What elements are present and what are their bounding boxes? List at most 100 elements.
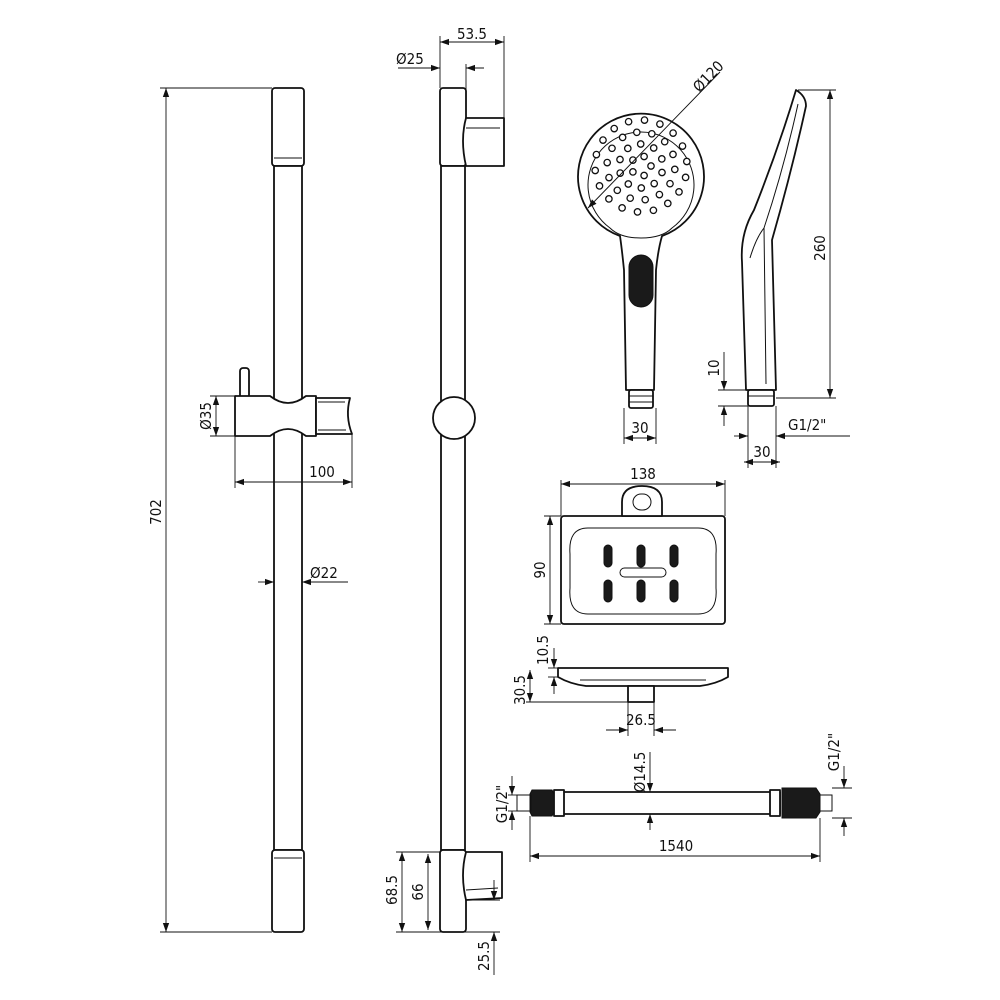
spray-nozzle — [603, 158, 612, 167]
hand-shower-side — [740, 89, 807, 407]
dim-hose-diameter: Ø14.5 — [631, 752, 654, 830]
hand-shower-thread — [628, 389, 654, 409]
spray-nozzle — [647, 162, 655, 170]
spray-nozzle — [656, 120, 664, 128]
slider-holder — [234, 367, 353, 437]
spray-nozzle — [623, 144, 632, 153]
dim-bracket-diameter: Ø25 — [396, 50, 484, 118]
spray-nozzle — [632, 128, 641, 137]
dim-soap-thickness: 10.5 — [534, 635, 558, 694]
rail-top-cap — [271, 87, 305, 167]
label-soap-depth: 90 — [531, 561, 549, 578]
label-handle-length: 260 — [811, 235, 829, 261]
spray-nozzle — [678, 142, 687, 150]
spray-nozzle — [633, 208, 642, 216]
hand-shower-side-outline — [740, 89, 807, 391]
label-handle-width-front: 30 — [631, 419, 648, 437]
label-hose-thread-right: G1/2" — [825, 733, 843, 771]
rail-side-view — [432, 87, 505, 933]
label-slider-width: 100 — [309, 463, 335, 481]
hose-left-nut — [529, 789, 555, 817]
spray-nozzle — [616, 169, 625, 177]
label-bottom-bracket-height: 68.5 — [383, 875, 401, 905]
dim-hose-length: 1540 — [529, 816, 821, 862]
spray-nozzle — [605, 195, 613, 203]
dim-slider-diameter: Ø35 — [197, 395, 235, 437]
spray-nozzle — [591, 166, 600, 175]
spray-nozzle — [658, 168, 666, 177]
spray-nozzle — [610, 124, 619, 133]
spray-nozzle — [640, 171, 648, 180]
dim-soap-width: 138 — [560, 465, 726, 516]
soap-dish-hanger-hole — [632, 493, 652, 511]
soap-dish-basin — [569, 527, 717, 615]
label-hose-diameter: Ø14.5 — [631, 752, 649, 793]
slider-knob-pin — [239, 367, 250, 399]
spray-nozzle — [641, 195, 650, 204]
label-hose-length: 1540 — [659, 837, 693, 855]
soap-dish-hanger — [621, 485, 663, 517]
spray-nozzle — [599, 136, 607, 144]
spray-nozzle — [605, 173, 613, 182]
label-rail-diameter: Ø22 — [310, 564, 338, 582]
spray-nozzle — [650, 179, 659, 188]
dim-hose-thread-right: G1/2" — [825, 733, 852, 836]
slider-body — [234, 395, 317, 437]
soap-dish-side — [557, 667, 729, 703]
spray-nozzles — [591, 116, 691, 216]
spray-nozzle — [636, 140, 645, 148]
soap-drain-slot — [603, 544, 613, 568]
soap-drain-slot — [636, 579, 646, 603]
dim-rail-diameter: Ø22 — [258, 564, 348, 586]
spray-nozzle — [624, 180, 633, 188]
label-soap-width: 138 — [630, 465, 656, 483]
soap-dish-mount — [627, 685, 655, 703]
hand-shower-button — [628, 254, 654, 308]
spray-nozzle — [670, 165, 679, 174]
hose-right-nut — [781, 787, 821, 819]
label-handle-thread: G1/2" — [788, 416, 826, 434]
spray-nozzle — [640, 152, 648, 161]
rail-front-view — [234, 87, 353, 933]
soap-dish-side-plate — [557, 667, 729, 687]
spray-nozzle — [592, 150, 601, 159]
spray-nozzle — [649, 144, 658, 152]
label-thread-length: 10 — [705, 359, 723, 376]
spray-nozzle — [624, 117, 633, 126]
dim-soap-height: 30.5 — [511, 670, 628, 705]
spray-nozzle — [663, 199, 672, 208]
dim-rail-length: 702 — [147, 87, 272, 933]
dim-soap-mount: 26.5 — [606, 702, 676, 736]
spray-nozzle — [681, 173, 690, 182]
spray-nozzle — [613, 186, 622, 195]
label-slider-diameter: Ø35 — [197, 402, 215, 430]
dim-bottom-bracket: 68.5 66 — [383, 851, 440, 933]
spray-nozzle — [655, 190, 664, 199]
dim-slider-width: 100 — [234, 434, 353, 488]
side-thread — [747, 389, 775, 407]
spray-nozzle — [649, 206, 658, 215]
soap-drain-slot — [669, 579, 679, 603]
dim-thread-length: 10 — [705, 352, 748, 426]
label-soap-thickness: 10.5 — [534, 635, 552, 665]
spray-nozzle — [629, 156, 637, 164]
soap-drain-slot — [603, 579, 613, 603]
dim-handle-thread: G1/2" 30 — [734, 406, 850, 468]
hose-tube — [553, 791, 781, 815]
label-head-diameter: Ø120 — [689, 57, 727, 96]
dim-bottom-offset: 25.5 — [440, 880, 500, 975]
spray-nozzle — [647, 129, 656, 138]
shower-hose — [516, 787, 833, 819]
spray-nozzle — [669, 129, 677, 137]
label-bracket-diameter: Ø25 — [396, 50, 424, 68]
side-rail-tube — [440, 165, 466, 851]
side-top-cap — [439, 87, 467, 167]
label-hose-thread-left: G1/2" — [493, 785, 511, 823]
side-bottom-cap — [439, 849, 467, 933]
side-top-bracket — [462, 117, 505, 167]
spray-nozzle — [682, 157, 691, 166]
soap-drain-slot — [636, 544, 646, 568]
spray-nozzle — [595, 182, 604, 190]
label-bottom-offset: 25.5 — [475, 941, 493, 971]
